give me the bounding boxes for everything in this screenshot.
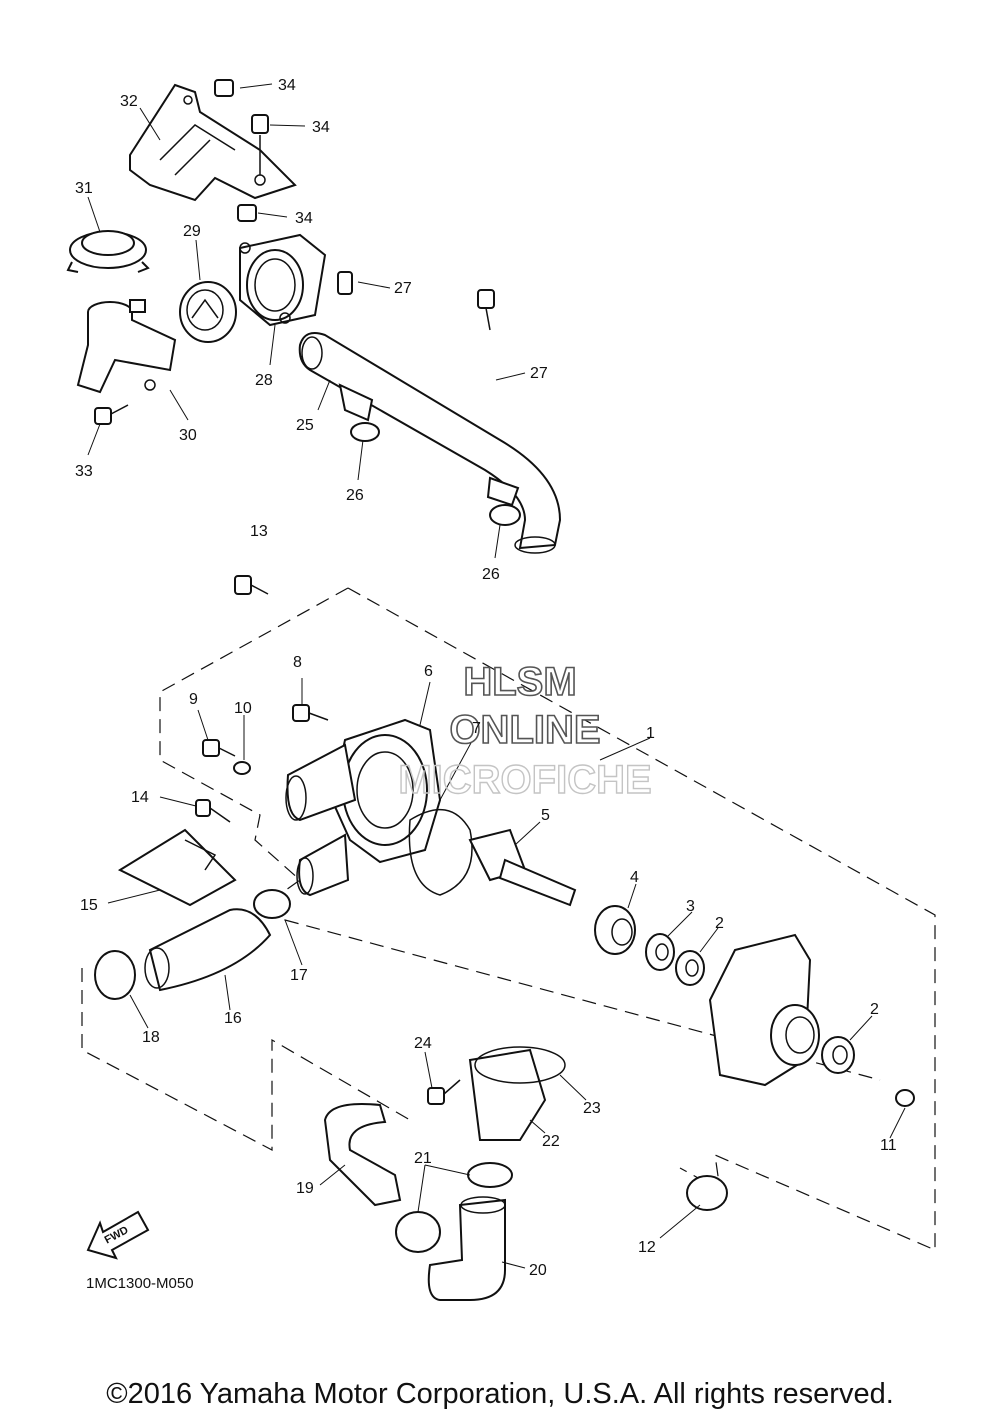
callout-19: 19 bbox=[296, 1180, 314, 1197]
callout-2: 2 bbox=[715, 915, 724, 932]
callout-14: 14 bbox=[131, 789, 149, 806]
part-8-bolt bbox=[292, 704, 329, 722]
callout-16: 16 bbox=[224, 1010, 242, 1027]
callout-labels: 34 34 34 32 31 29 27 27 28 25 30 33 26 2… bbox=[75, 77, 897, 1279]
callout-15: 15 bbox=[80, 897, 98, 914]
callout-12: 12 bbox=[638, 1239, 656, 1256]
callout-7: 7 bbox=[472, 720, 481, 737]
part-2-bearing-upper bbox=[675, 950, 705, 986]
callout-24: 24 bbox=[414, 1035, 432, 1052]
copyright-notice: ©2016 Yamaha Motor Corporation, U.S.A. A… bbox=[106, 1378, 894, 1410]
part-24-bolt bbox=[427, 1079, 461, 1105]
part-16-hose bbox=[144, 908, 272, 992]
callout-11: 11 bbox=[880, 1137, 897, 1154]
callout-5: 5 bbox=[541, 807, 550, 824]
part-23-gasket bbox=[474, 1046, 566, 1084]
part-2-bearing-lower bbox=[821, 1036, 855, 1074]
part-19-hose bbox=[323, 1103, 402, 1207]
callout-33: 33 bbox=[75, 463, 93, 480]
callout-29: 29 bbox=[183, 223, 201, 240]
callout-32: 32 bbox=[120, 93, 138, 110]
callout-27: 27 bbox=[394, 280, 412, 297]
part-9-bolt bbox=[202, 739, 236, 757]
part-25-coolant-pipe bbox=[298, 332, 562, 554]
part-29-thermostat bbox=[179, 281, 237, 343]
part-21-clamps bbox=[395, 1162, 513, 1253]
part-3-washer bbox=[645, 933, 675, 971]
callout-21: 21 bbox=[414, 1150, 432, 1167]
leader-lines bbox=[87, 83, 906, 1269]
callout-6: 6 bbox=[424, 663, 433, 680]
part-20-pipe bbox=[427, 1196, 506, 1301]
callout-26: 26 bbox=[346, 487, 364, 504]
part-11-clip bbox=[895, 1089, 915, 1107]
part-14-bolt bbox=[195, 799, 231, 823]
part-30-inlet-pipe bbox=[76, 299, 177, 394]
part-28-thermostat-housing bbox=[239, 233, 327, 327]
fwd-arrow-icon: FWD bbox=[86, 1210, 150, 1260]
callout-25: 25 bbox=[296, 417, 314, 434]
part-22-fitting bbox=[468, 1048, 547, 1141]
part-13-bolt bbox=[234, 575, 269, 595]
part-6-pump-housing bbox=[285, 718, 442, 897]
callout-3: 3 bbox=[686, 898, 695, 915]
callout-30: 30 bbox=[179, 427, 197, 444]
part-34-bolts bbox=[214, 79, 269, 222]
part-pump-cover bbox=[708, 933, 820, 1087]
callout-18: 18 bbox=[142, 1029, 160, 1046]
part-5-impeller bbox=[468, 828, 577, 907]
callout-4: 4 bbox=[630, 869, 639, 886]
part-12-o-ring bbox=[686, 1175, 728, 1211]
part-4-seal bbox=[594, 905, 636, 955]
part-7-gasket bbox=[408, 808, 473, 896]
callout-34: 34 bbox=[295, 210, 313, 227]
callout-34: 34 bbox=[312, 119, 330, 136]
callout-23: 23 bbox=[583, 1100, 601, 1117]
callout-20: 20 bbox=[529, 1262, 547, 1279]
part-32-bracket bbox=[129, 83, 297, 202]
part-17-clamp bbox=[253, 889, 291, 919]
diagram-code: 1MC1300-M050 bbox=[86, 1275, 194, 1292]
callout-27: 27 bbox=[530, 365, 548, 382]
part-15-guard bbox=[117, 828, 237, 907]
callout-17: 17 bbox=[290, 967, 308, 984]
part-26-o-rings bbox=[350, 422, 521, 526]
part-18-clamp bbox=[94, 950, 136, 1000]
part-27-bolts bbox=[337, 271, 495, 331]
part-33-bolt bbox=[94, 404, 129, 425]
watermark-line-2: ONLINE bbox=[449, 708, 600, 752]
callout-26: 26 bbox=[482, 566, 500, 583]
callout-28: 28 bbox=[255, 372, 273, 389]
callout-1: 1 bbox=[646, 725, 655, 742]
callout-10: 10 bbox=[234, 700, 252, 717]
callout-13: 13 bbox=[250, 523, 268, 540]
watermark-line-1: HLSM bbox=[463, 660, 576, 704]
callout-22: 22 bbox=[542, 1133, 560, 1150]
callout-8: 8 bbox=[293, 654, 302, 671]
part-10-washer bbox=[233, 761, 251, 775]
watermark-line-3: MICROFICHE bbox=[398, 758, 651, 802]
callout-9: 9 bbox=[189, 691, 198, 708]
callout-2: 2 bbox=[870, 1001, 879, 1018]
part-31-cap bbox=[66, 230, 150, 273]
callout-31: 31 bbox=[75, 180, 93, 197]
callout-34: 34 bbox=[278, 77, 296, 94]
